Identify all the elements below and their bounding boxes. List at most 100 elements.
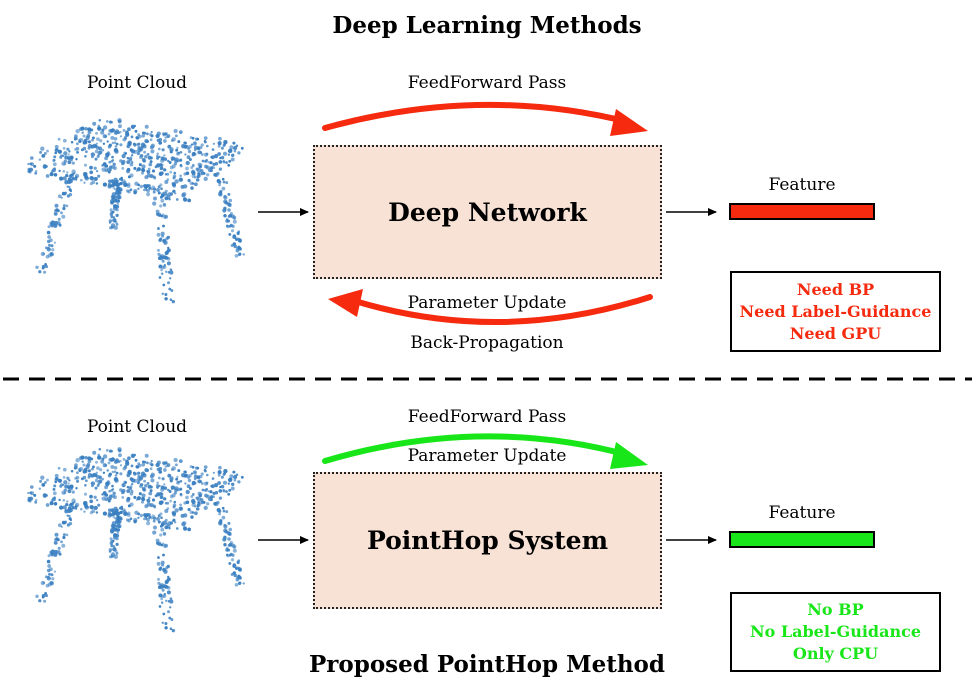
point-cloud-point	[53, 241, 57, 244]
point-cloud-point	[235, 473, 239, 477]
point-cloud-point	[227, 521, 231, 525]
point-cloud-point	[227, 192, 231, 196]
point-cloud-point	[147, 155, 152, 160]
point-cloud-point	[163, 239, 166, 243]
point-cloud-point	[222, 151, 228, 156]
point-cloud-point	[86, 462, 91, 467]
point-cloud-point	[230, 543, 235, 548]
point-cloud-point	[62, 533, 66, 537]
point-cloud-point	[210, 169, 213, 173]
point-cloud-point	[171, 182, 177, 187]
point-cloud-point	[62, 169, 66, 173]
point-cloud-point	[53, 538, 58, 542]
point-cloud-point	[84, 484, 87, 487]
point-cloud-point	[62, 206, 66, 211]
point-cloud-point	[137, 133, 141, 137]
point-cloud-point	[227, 163, 231, 167]
point-cloud-point	[126, 489, 131, 493]
point-cloud-point	[75, 178, 78, 181]
point-cloud-point	[220, 485, 225, 489]
point-cloud-point	[63, 521, 67, 525]
point-cloud-point	[58, 498, 61, 502]
point-cloud-point	[62, 467, 67, 472]
point-cloud-point	[70, 469, 74, 473]
point-cloud-point	[203, 469, 207, 473]
point-cloud-point	[234, 253, 239, 258]
point-cloud-point	[205, 152, 209, 156]
point-cloud-point	[95, 460, 98, 464]
point-cloud-point	[95, 169, 99, 173]
point-cloud-point	[133, 453, 137, 457]
point-cloud-point	[161, 588, 165, 592]
point-cloud-point	[230, 486, 235, 491]
point-cloud-point	[111, 155, 114, 159]
point-cloud-point	[48, 243, 51, 247]
point-cloud-point	[175, 527, 179, 530]
point-cloud-point	[137, 187, 140, 191]
point-cloud-point	[141, 169, 145, 173]
point-cloud-point	[121, 495, 125, 499]
point-cloud-point	[61, 483, 65, 487]
point-cloud-point	[141, 460, 145, 464]
point-cloud-point	[47, 554, 51, 558]
point-cloud-point	[109, 541, 113, 545]
point-cloud-point	[69, 189, 73, 193]
point-cloud-point	[46, 568, 51, 573]
point-cloud-point	[125, 183, 129, 187]
point-cloud-point	[119, 464, 123, 467]
point-cloud-point	[30, 162, 35, 167]
point-cloud-point	[198, 492, 203, 496]
point-cloud-point	[71, 176, 76, 181]
point-cloud-point	[50, 244, 54, 248]
point-cloud-point	[203, 176, 208, 182]
point-cloud-point	[162, 612, 166, 616]
point-cloud-point	[111, 484, 114, 488]
point-cloud-point	[176, 475, 179, 479]
point-cloud-point	[110, 464, 115, 469]
point-cloud-point	[150, 472, 155, 477]
point-cloud-point	[35, 170, 38, 173]
point-cloud-point	[220, 146, 224, 150]
point-cloud-point	[172, 503, 177, 507]
point-cloud-point	[211, 155, 215, 160]
point-cloud-point	[102, 454, 108, 459]
point-cloud-point	[98, 475, 102, 480]
point-cloud-point	[162, 462, 166, 466]
point-cloud-point	[197, 502, 201, 505]
point-cloud-point	[179, 503, 182, 507]
point-cloud-point	[40, 475, 45, 480]
point-cloud-point	[210, 498, 213, 502]
point-cloud-point	[66, 147, 70, 151]
point-cloud-point	[162, 133, 166, 137]
point-cloud-point	[225, 510, 229, 514]
point-cloud-point	[223, 468, 228, 474]
point-cloud-point	[67, 153, 70, 156]
point-cloud-point	[107, 461, 111, 465]
point-cloud-point	[171, 149, 174, 152]
point-cloud-point	[168, 616, 172, 620]
point-cloud-point	[232, 571, 237, 575]
point-cloud-point	[57, 137, 61, 141]
point-cloud-point	[47, 225, 51, 229]
point-cloud-point	[57, 149, 62, 154]
point-cloud-point	[138, 492, 142, 496]
point-cloud-point	[169, 627, 173, 630]
point-cloud-point	[183, 184, 188, 189]
point-cloud-point	[203, 505, 208, 511]
point-cloud-point	[60, 540, 63, 544]
point-cloud-point	[35, 594, 39, 599]
point-cloud-point	[62, 204, 66, 208]
point-cloud-point	[141, 164, 146, 169]
point-cloud-point	[93, 505, 98, 510]
point-cloud-point	[188, 158, 192, 161]
point-cloud-point	[166, 235, 170, 240]
point-cloud-point	[75, 129, 80, 134]
point-cloud-point	[52, 491, 57, 496]
point-cloud-point	[108, 168, 112, 172]
point-cloud-point	[130, 153, 134, 157]
point-cloud-point	[157, 520, 161, 524]
point-cloud-point	[111, 141, 115, 145]
point-cloud-point	[63, 151, 68, 156]
point-cloud-point	[166, 564, 170, 569]
point-cloud-point	[53, 173, 58, 177]
